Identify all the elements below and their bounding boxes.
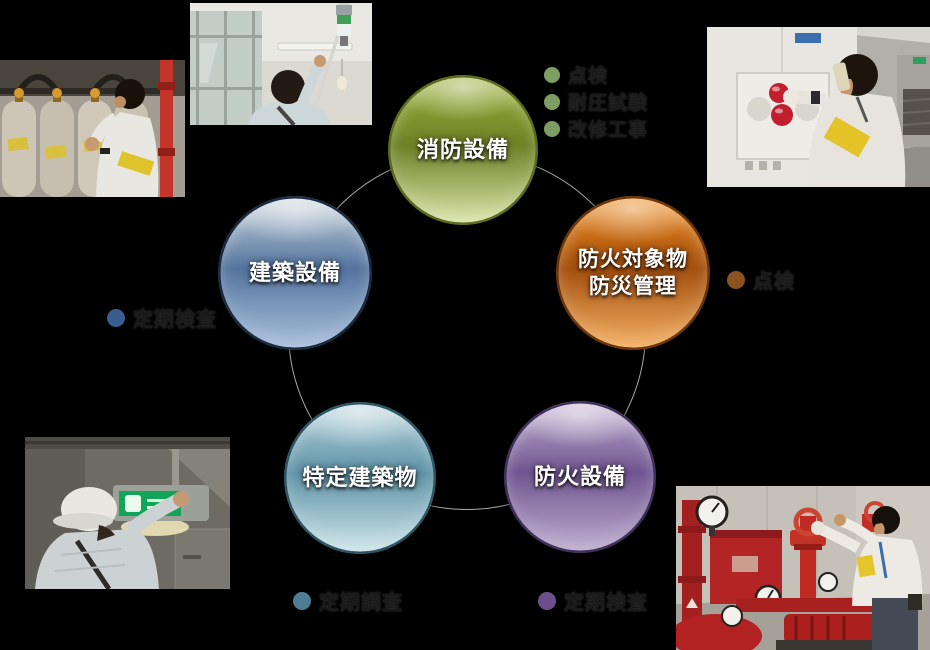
note-item: 定期調査 <box>293 587 403 614</box>
bullet-dot <box>538 591 556 610</box>
bullet-dot <box>727 270 745 289</box>
cylinder-inspection-illustration <box>0 60 185 197</box>
note-label: 定期検査 <box>133 309 217 331</box>
smoke-detector-test-illustration <box>190 3 372 125</box>
photo-smoke-detector-test <box>190 3 372 125</box>
photo-cylinder-inspection <box>0 60 185 197</box>
note-item: 耐圧試験 <box>544 88 648 115</box>
circle-building-equipment[interactable]: 建築設備 <box>218 196 372 350</box>
note-item: 定期検査 <box>538 587 648 614</box>
bullet-dot <box>293 591 311 610</box>
note-item: 改修工事 <box>544 115 648 142</box>
note-label: 定期検査 <box>564 592 648 614</box>
fire-alarm-test-illustration <box>707 27 930 187</box>
circle-fire-prevention-equipment[interactable]: 防火設備 <box>504 401 656 553</box>
exit-light-inspection-illustration <box>25 437 230 589</box>
notes-fire-prevention-equipment: 定期検査 <box>538 587 648 614</box>
bullet-dot <box>544 93 560 110</box>
circle-specified-buildings[interactable]: 特定建築物 <box>284 402 436 554</box>
circle-label: 特定建築物 <box>302 464 418 490</box>
circle-label: 建築設備 <box>248 259 341 285</box>
bullet-dot <box>544 66 560 83</box>
note-label: 耐圧試験 <box>568 93 649 114</box>
circle-label: 防火対象物 防災管理 <box>578 247 688 298</box>
circle-label: 消防設備 <box>416 136 509 162</box>
notes-building-equipment: 定期検査 <box>107 304 217 331</box>
photo-fire-alarm-test <box>707 27 930 187</box>
notes-specified-buildings: 定期調査 <box>293 587 403 614</box>
circle-fire-protection-target[interactable]: 防火対象物 防災管理 <box>556 196 710 350</box>
bullet-dot <box>107 308 125 327</box>
note-item: 定期検査 <box>107 304 217 331</box>
note-label: 点検 <box>568 66 609 87</box>
note-label: 改修工事 <box>568 120 649 141</box>
note-label: 定期調査 <box>319 592 403 614</box>
fire-pump-inspection-illustration <box>676 486 930 650</box>
notes-fire-equipment: 点検 耐圧試験 改修工事 <box>544 61 648 142</box>
note-label: 点検 <box>753 271 795 293</box>
note-item: 点検 <box>544 61 648 88</box>
circle-fire-equipment[interactable]: 消防設備 <box>388 75 538 225</box>
notes-fire-protection-target: 点検 <box>727 266 795 293</box>
photo-fire-pump-inspection <box>676 486 930 650</box>
note-item: 点検 <box>727 266 795 293</box>
photo-exit-light-inspection <box>25 437 230 589</box>
circle-label: 防火設備 <box>533 463 626 489</box>
bullet-dot <box>544 120 560 137</box>
